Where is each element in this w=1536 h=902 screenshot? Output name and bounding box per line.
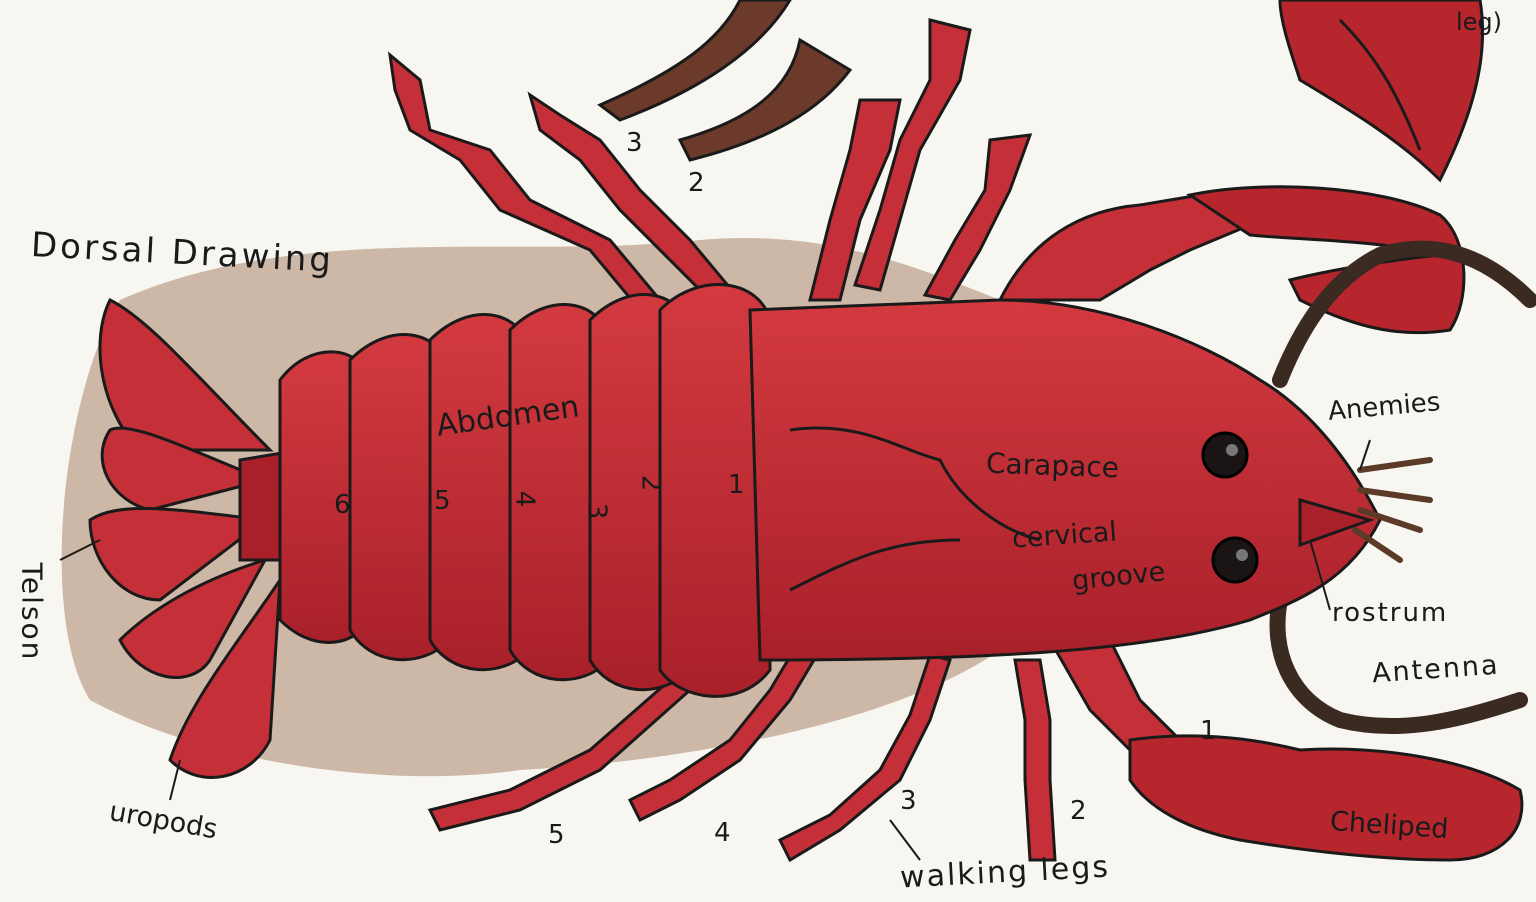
label-telson: Telson [17, 563, 45, 662]
top-leg-number: 3 [626, 128, 643, 158]
bottom-leg-number: 2 [1070, 796, 1087, 826]
bottom-leg-number: 4 [714, 818, 731, 848]
abdomen-segment-number: 2 [635, 475, 665, 492]
top-leg-number: 2 [688, 168, 705, 198]
abdomen-segment-number: 1 [728, 470, 745, 500]
bottom-leg-number: 1 [1200, 716, 1217, 746]
abdomen-segment-number: 5 [434, 486, 451, 516]
bottom-leg-number: 5 [548, 820, 565, 850]
abdomen-segment-number: 4 [509, 491, 539, 508]
abdomen-segment-number: 3 [581, 503, 611, 520]
label-rostrum: rostrum [1332, 600, 1448, 626]
bottom-leg-number: 3 [900, 786, 917, 816]
abdomen-segment-number: 6 [334, 490, 351, 520]
label-carapace: Carapace [986, 450, 1120, 483]
label-leg-top-right: leg) [1456, 10, 1502, 34]
upper-eye [1203, 433, 1247, 477]
label-cheliped: Cheliped [1329, 808, 1449, 843]
label-cervical: cervical [1011, 518, 1118, 552]
top-right-claw [1280, 0, 1483, 180]
lower-eye [1213, 538, 1257, 582]
